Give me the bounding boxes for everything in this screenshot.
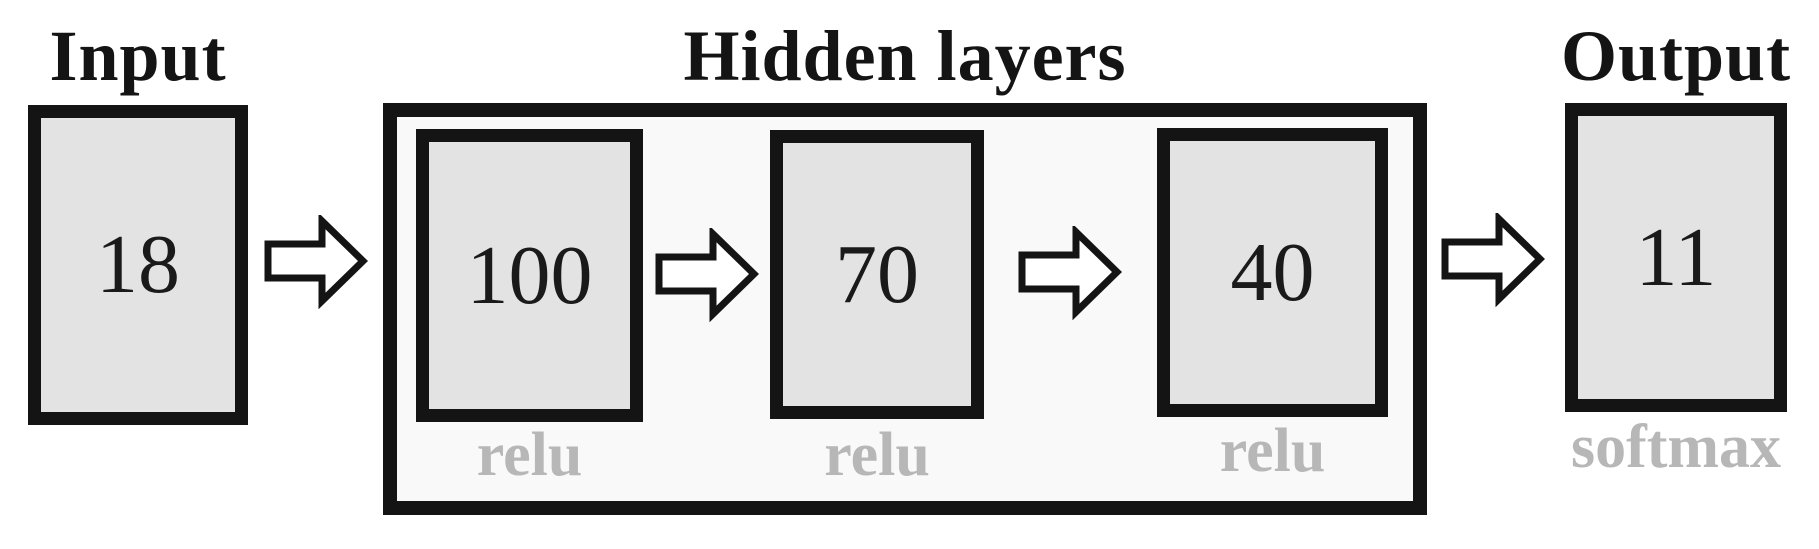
right-arrow-icon bbox=[264, 215, 368, 309]
right-arrow-icon bbox=[1018, 226, 1122, 320]
hidden-layer-1-box: 100 bbox=[416, 129, 643, 422]
arrow-hidden-to-output bbox=[1441, 213, 1545, 307]
output-activation-label: softmax bbox=[1570, 413, 1782, 481]
arrow-hidden1-to-hidden2 bbox=[655, 228, 759, 322]
input-section-title: Input bbox=[49, 15, 227, 96]
arrow-hidden2-to-hidden3 bbox=[1018, 226, 1122, 320]
hidden-layer-3-box: 40 bbox=[1157, 128, 1388, 417]
hidden-layer-3-size: 40 bbox=[1230, 225, 1315, 319]
output-layer-box: 11 bbox=[1565, 103, 1787, 412]
right-arrow-icon bbox=[1441, 213, 1545, 307]
input-layer-box: 18 bbox=[28, 105, 248, 425]
hidden-layer-2-box: 70 bbox=[770, 130, 984, 419]
output-section-title: Output bbox=[1560, 15, 1792, 96]
output-layer-size: 11 bbox=[1635, 210, 1717, 304]
input-layer-size: 18 bbox=[96, 218, 180, 311]
hidden-layer-1-size: 100 bbox=[466, 228, 593, 322]
hidden-layers-section-title: Hidden layers bbox=[683, 15, 1127, 96]
hidden-layer-2-size: 70 bbox=[835, 227, 919, 321]
hidden-layer-2-activation-label: relu bbox=[824, 421, 930, 489]
hidden-layer-3-activation-label: relu bbox=[1219, 417, 1326, 485]
hidden-layer-1-activation-label: relu bbox=[476, 421, 583, 489]
arrow-input-to-hidden bbox=[264, 215, 368, 309]
right-arrow-icon bbox=[655, 228, 759, 322]
